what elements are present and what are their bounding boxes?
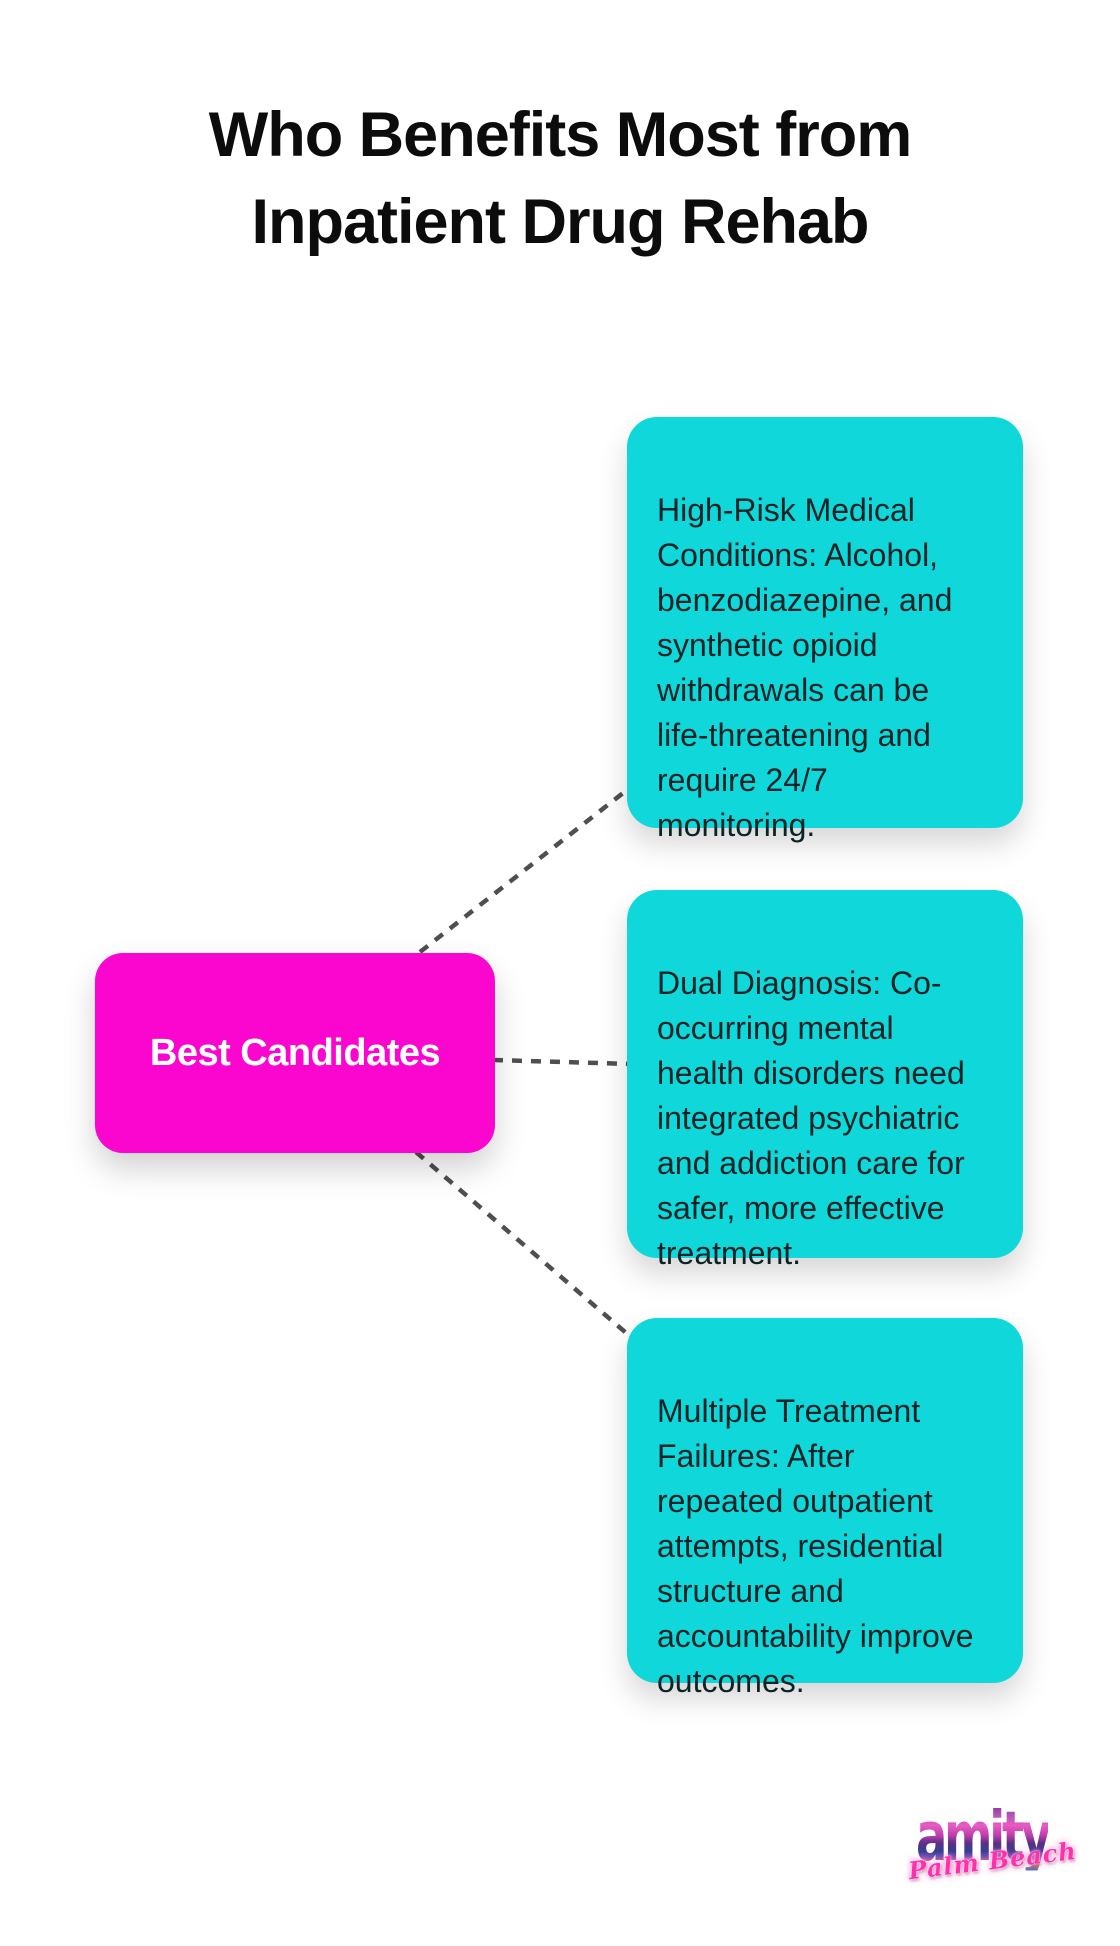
page-title: Who Benefits Most from Inpatient Drug Re… — [0, 92, 1120, 266]
root-node-best-candidates: Best Candidates — [95, 953, 495, 1153]
card-dual-diagnosis: Dual Diagnosis: Co- occurring mental hea… — [627, 890, 1023, 1271]
connector-line-bottom — [414, 1150, 634, 1340]
card-text: High-Risk Medical Conditions: Alcohol, b… — [657, 492, 953, 843]
page-title-line-1: Who Benefits Most from — [208, 100, 912, 170]
card-high-risk-medical-conditions: High-Risk Medical Conditions: Alcohol, b… — [627, 417, 1023, 843]
root-node-label: Best Candidates — [149, 1031, 441, 1074]
card-text: Dual Diagnosis: Co- occurring mental hea… — [657, 965, 965, 1271]
connector-line-middle — [492, 1057, 633, 1067]
connector-line-top — [418, 784, 634, 954]
brand-wordmark: amity — [916, 1796, 1051, 1877]
card-multiple-treatment-failures: Multiple Treatment Failures: After repea… — [627, 1318, 1023, 1699]
brand-logo: amity Palm Beach — [907, 1796, 1078, 1898]
card-text: Multiple Treatment Failures: After repea… — [657, 1393, 974, 1699]
page-title-line-2: Inpatient Drug Rehab — [251, 187, 869, 257]
